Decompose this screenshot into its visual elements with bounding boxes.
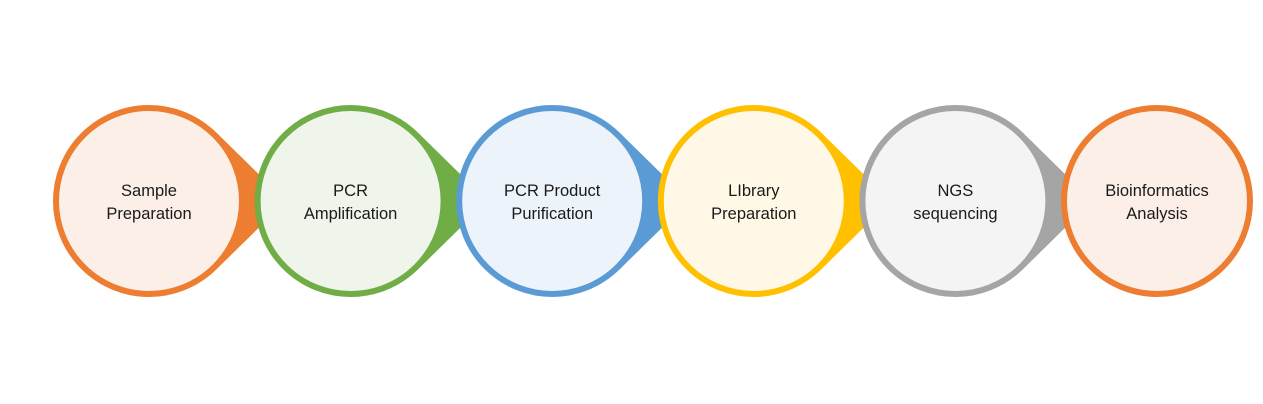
step-circle — [456, 105, 649, 297]
step-circle — [1061, 105, 1253, 297]
step-circle — [254, 105, 447, 297]
step-5: NGS sequencing — [859, 105, 1093, 297]
step-2: PCR Amplification — [254, 105, 488, 297]
step-label: Analysis — [1126, 205, 1187, 223]
step-circle — [657, 105, 850, 297]
step-label: LIbrary — [728, 182, 780, 200]
step-label: Bioinformatics — [1105, 182, 1209, 200]
step-label: Sample — [121, 182, 177, 200]
step-label: PCR Product — [504, 182, 601, 200]
step-circle — [53, 105, 245, 297]
step-label: Amplification — [304, 205, 398, 223]
step-circle — [859, 105, 1052, 297]
step-label: PCR — [333, 182, 368, 200]
step-label: Preparation — [711, 205, 796, 223]
step-label: Preparation — [106, 205, 191, 223]
step-label: sequencing — [913, 205, 997, 223]
step-label: Purification — [511, 205, 593, 223]
step-label: NGS — [938, 182, 974, 200]
